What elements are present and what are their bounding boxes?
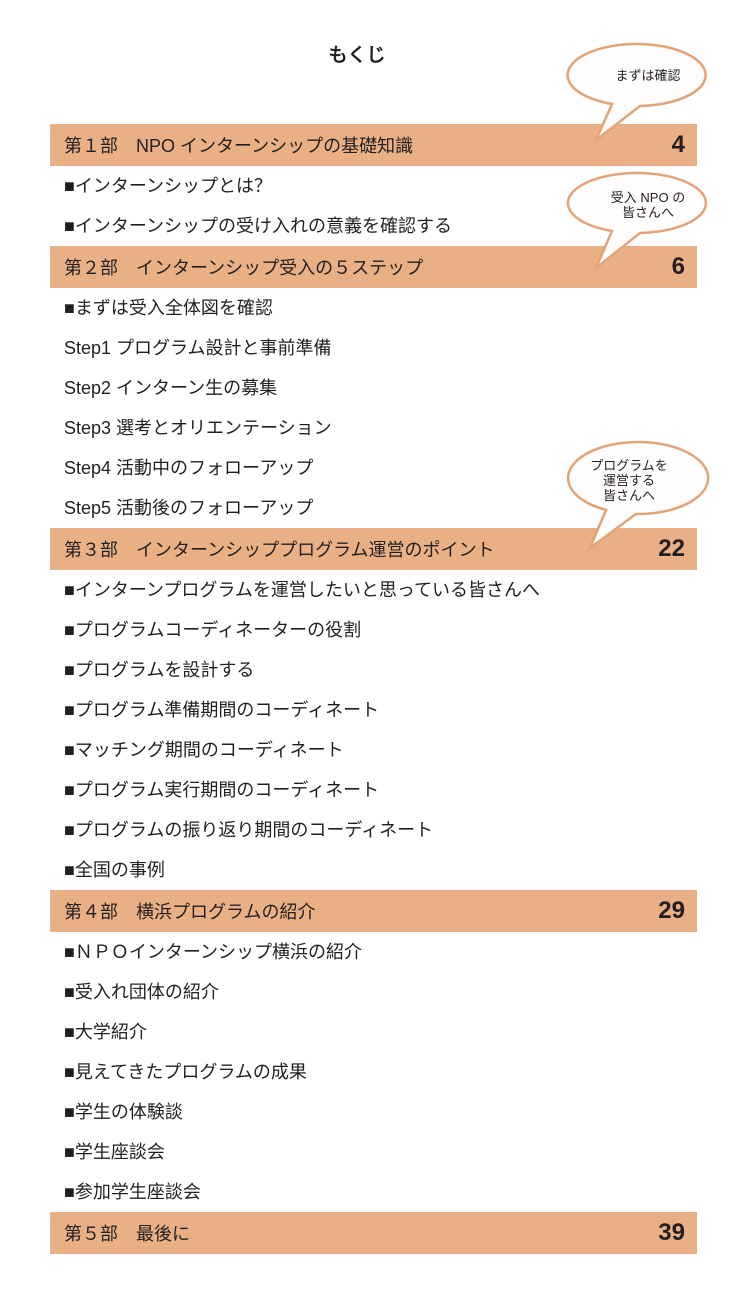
page-number: 39 [658, 1219, 685, 1246]
toc-entry[interactable]: ■プログラムを設計する [64, 660, 255, 680]
page-number: 4 [671, 131, 685, 158]
section-header[interactable]: 第１部 NPO インターンシップの基礎知識 4 [50, 124, 697, 166]
toc-entry[interactable]: ■まずは受入全体図を確認 [64, 298, 273, 318]
toc-entry[interactable]: ■インターンシップの受け入れの意義を確認する [64, 216, 452, 236]
callout-1: まずは確認 [580, 68, 716, 83]
toc-entry[interactable]: ■見えてきたプログラムの成果 [64, 1062, 307, 1082]
table-of-contents: 第１部 NPO インターンシップの基礎知識 4 ■インターンシップとは？ ■インターン… [50, 124, 697, 1254]
callout-text: 運営する [602, 473, 655, 488]
callout-text: 受入 NPO の [610, 190, 686, 205]
toc-entry[interactable]: ■参加学生座談会 [64, 1182, 201, 1202]
section-header[interactable]: 第５部 最後に 39 [50, 1212, 697, 1254]
toc-entry[interactable]: ■プログラムの振り返り期間のコーディネート [64, 820, 434, 840]
toc-entry[interactable]: Step1 プログラム設計と事前準備 [64, 338, 332, 358]
section-title: 第３部 インターンシッププログラム運営のポイント [64, 540, 495, 560]
toc-entry[interactable]: ■プログラムコーディネーターの役割 [64, 620, 362, 640]
callout-text: 皆さんへ [621, 205, 674, 220]
toc-entry[interactable]: Step2 インターン生の募集 [64, 378, 278, 398]
callout-text: プログラムを [590, 458, 668, 473]
toc-entry[interactable]: ■大学紹介 [64, 1022, 147, 1042]
toc-entry[interactable]: ■プログラム準備期間のコーディネート [64, 700, 380, 720]
toc-entry[interactable]: ■インターンシップとは？ [64, 176, 272, 196]
callout-2: 受入 NPO の皆さんへ [580, 190, 716, 220]
page-number: 29 [658, 897, 685, 924]
section-title: 第２部 インターンシップ受入の５ステップ [64, 258, 424, 278]
callout-text: 皆さんへ [602, 488, 655, 503]
page-number: 6 [671, 253, 685, 280]
toc-entry[interactable]: Step5 活動後のフォローアップ [64, 498, 314, 518]
toc-entry[interactable]: ■ＮＰＯインターンシップ横浜の紹介 [64, 942, 362, 962]
section-header[interactable]: 第２部 インターンシップ受入の５ステップ 6 [50, 246, 697, 288]
section-title: 第５部 最後に [64, 1224, 190, 1244]
callout-bubble-3 [566, 440, 710, 552]
callout-text: まずは確認 [615, 68, 681, 83]
callout-bubble-1 [566, 42, 707, 141]
toc-entry[interactable]: Step3 選考とオリエンテーション [64, 418, 332, 438]
callout-bubble-2 [566, 171, 708, 269]
toc-entry[interactable]: ■プログラム実行期間のコーディネート [64, 780, 380, 800]
toc-entry[interactable]: ■学生座談会 [64, 1142, 165, 1162]
section-title: 第１部 NPO インターンシップの基礎知識 [64, 136, 414, 156]
toc-entry[interactable]: ■マッチング期間のコーディネート [64, 740, 344, 760]
callout-3: プログラムを運営する皆さんへ [560, 458, 698, 503]
toc-entry[interactable]: ■全国の事例 [64, 860, 165, 880]
toc-entry[interactable]: Step4 活動中のフォローアップ [64, 458, 314, 478]
section-title: 第４部 横浜プログラムの紹介 [64, 902, 316, 922]
toc-entry[interactable]: ■受入れ団体の紹介 [64, 982, 219, 1002]
section-header[interactable]: 第４部 横浜プログラムの紹介 29 [50, 890, 697, 932]
page-number: 22 [658, 535, 685, 562]
toc-entry[interactable]: ■インターンプログラムを運営したいと思っている皆さんへ [64, 580, 540, 600]
page-title: もくじ [328, 45, 386, 66]
toc-entry[interactable]: ■学生の体験談 [64, 1102, 183, 1122]
